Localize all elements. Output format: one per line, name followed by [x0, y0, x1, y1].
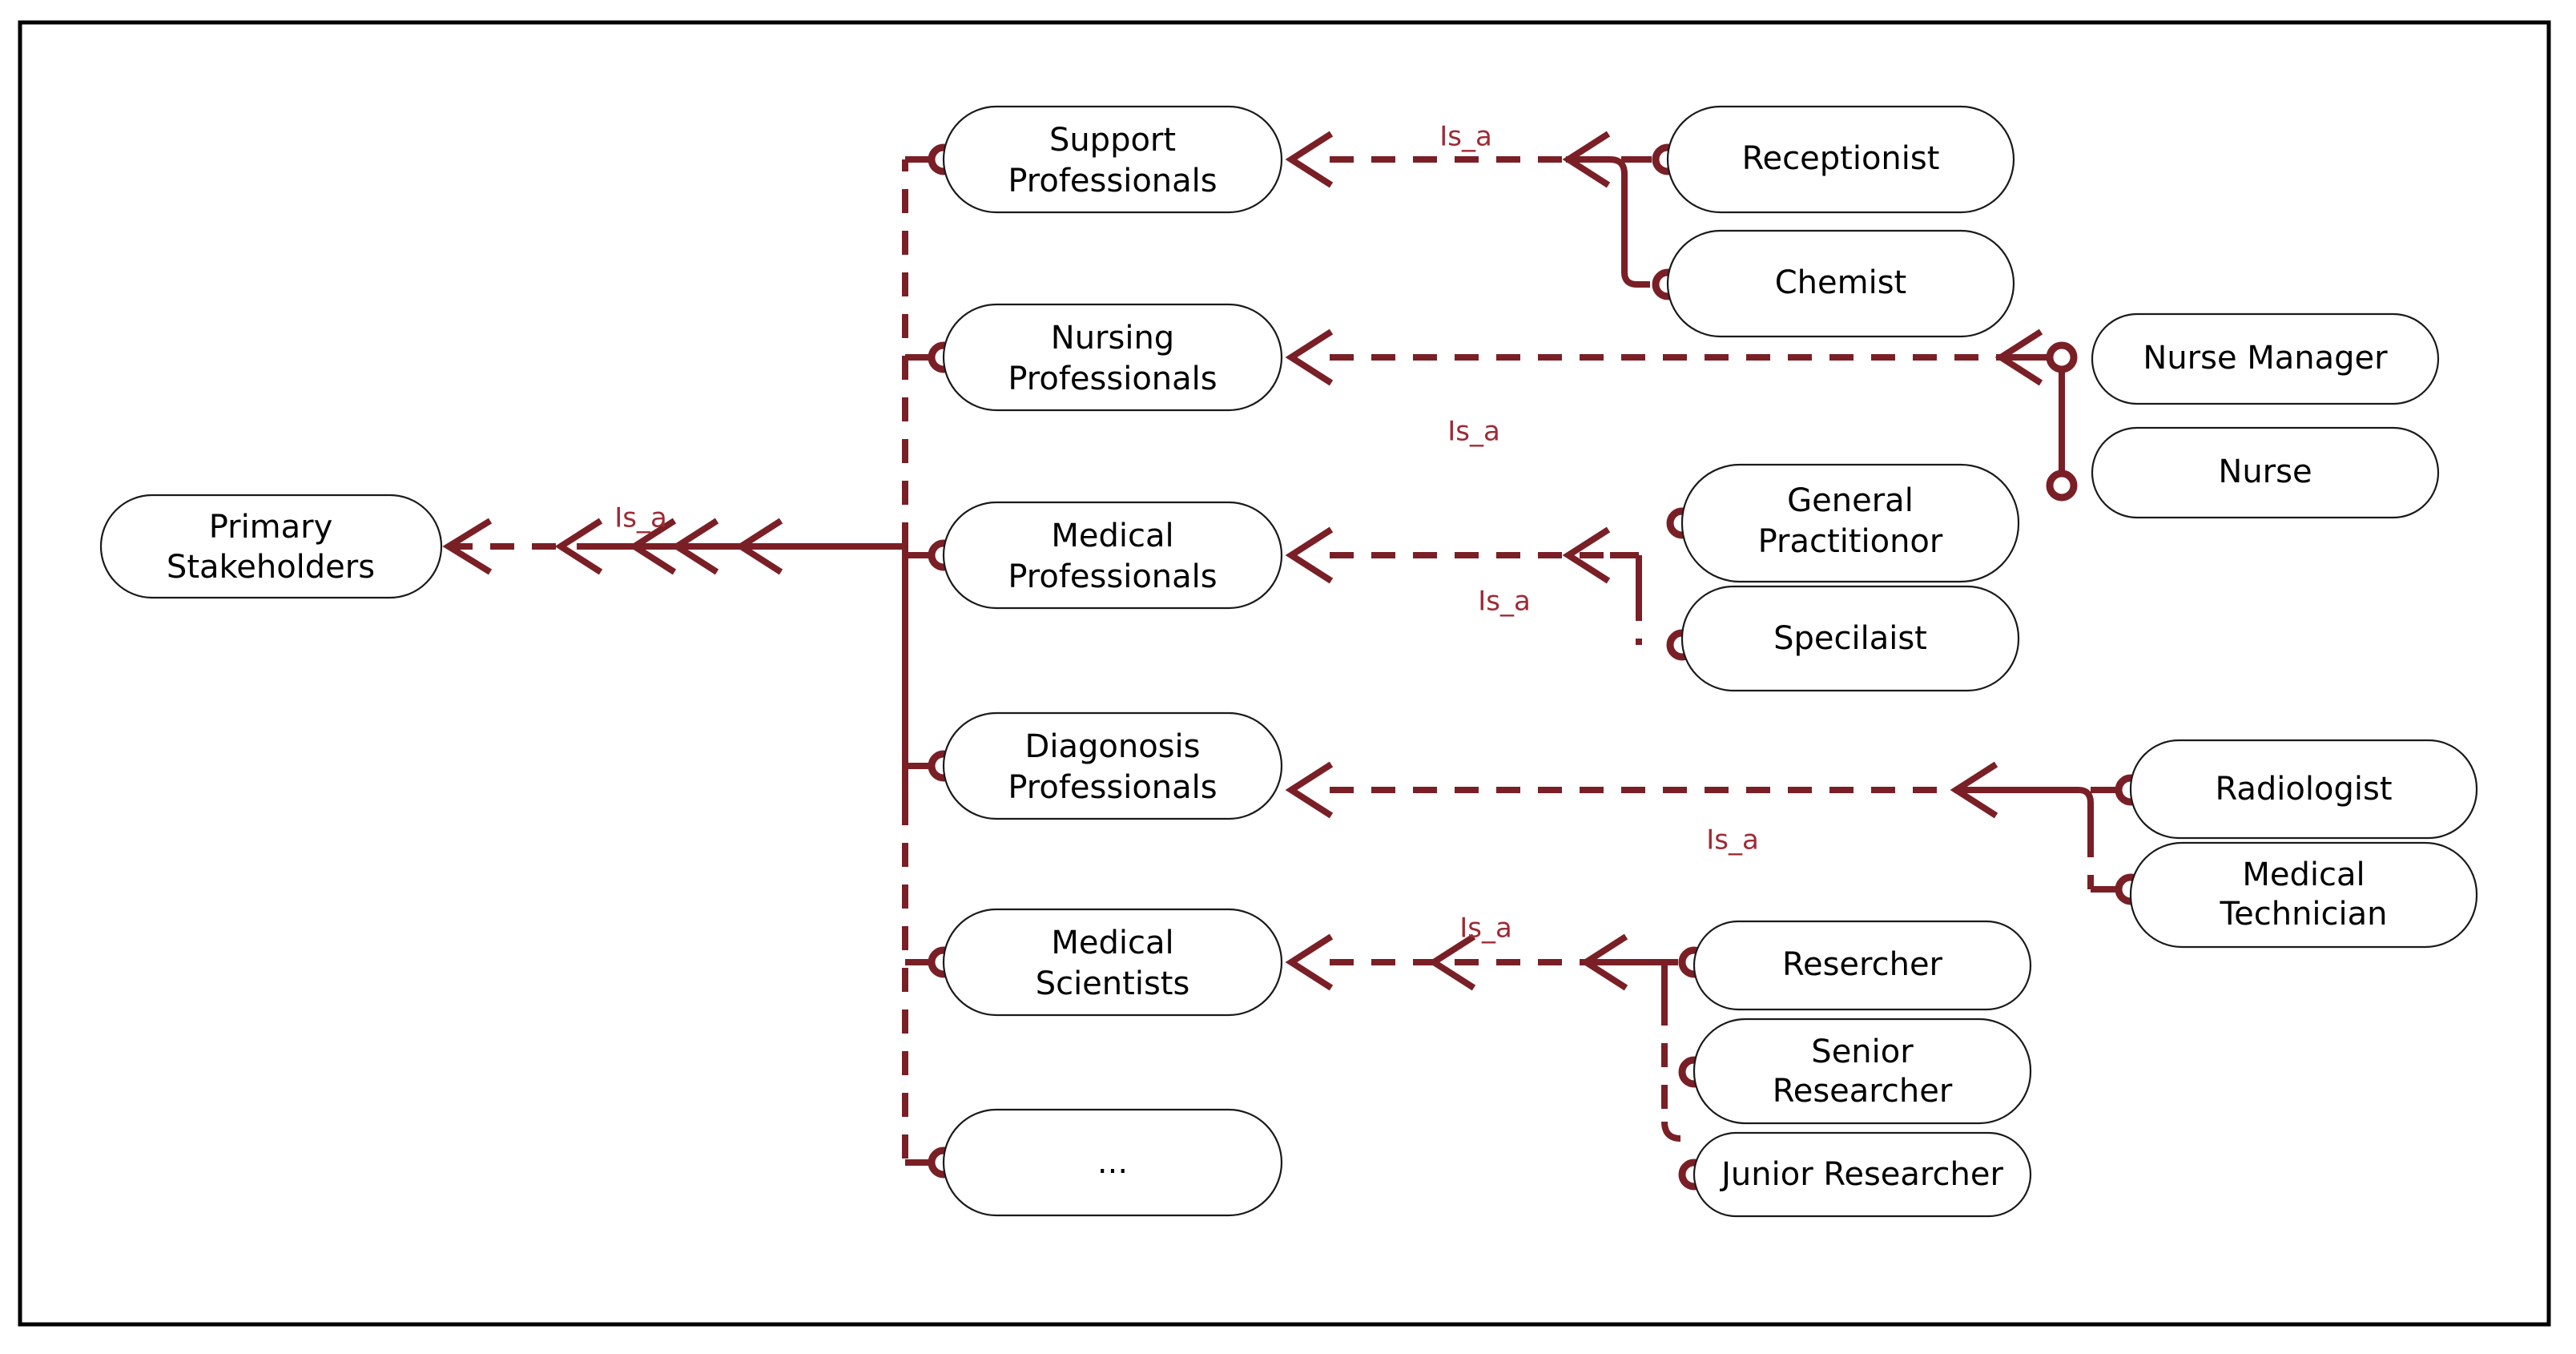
- node-nurse-manager[interactable]: Nurse Manager: [2091, 312, 2440, 405]
- node-resercher[interactable]: Resercher: [1693, 920, 2032, 1011]
- node-medical-professionals-shape[interactable]: [942, 501, 1283, 610]
- arrowhead-root-1: [442, 518, 493, 575]
- node-medical-professionals[interactable]: Medical Professionals: [942, 501, 1283, 610]
- node-nursing-professionals-shape[interactable]: [942, 303, 1283, 412]
- node-medical-scientists-shape[interactable]: [942, 908, 1283, 1017]
- node-primary-stakeholders-line2: Stakeholders: [167, 549, 375, 586]
- node-medical-professionals-line2: Professionals: [1008, 558, 1217, 595]
- node-ellipsis-group-shape[interactable]: [942, 1108, 1283, 1217]
- edge-label-is-a-nursing: Is_a: [1447, 416, 1500, 448]
- node-medical-technician-line2: Technician: [2219, 896, 2387, 933]
- node-general-practitionor-shape[interactable]: [1680, 463, 2020, 583]
- node-nurse-shape[interactable]: [2091, 426, 2440, 519]
- edge-label-is-a-scientists: Is_a: [1459, 913, 1512, 945]
- node-diagonosis-professionals-shape[interactable]: [942, 711, 1283, 820]
- edge-junior-elbow: [1661, 1121, 1681, 1142]
- arrowhead-root-3: [628, 518, 677, 575]
- arrowhead-root-5: [735, 518, 783, 575]
- node-nursing-professionals[interactable]: Nursing Professionals: [942, 303, 1283, 412]
- node-radiologist[interactable]: Radiologist: [2129, 739, 2478, 840]
- node-medical-technician[interactable]: Medical Technician: [2129, 841, 2478, 949]
- node-diagonosis-professionals-line2: Professionals: [1008, 769, 1217, 806]
- node-specilaist-label: Specilaist: [1773, 620, 1927, 657]
- edge-label-is-a-support: Is_a: [1439, 121, 1492, 153]
- node-radiologist-shape[interactable]: [2129, 739, 2478, 840]
- node-ellipsis-group-line1: ...: [1097, 1144, 1128, 1181]
- arrowhead-nursing-target: [1285, 328, 1334, 386]
- node-resercher-shape[interactable]: [1693, 920, 2032, 1011]
- node-receptionist-label: Receptionist: [1742, 140, 1940, 177]
- edge-label-is-a-medical: Is_a: [1478, 586, 1531, 618]
- edge-diagonosis-join: [1954, 787, 2094, 833]
- edge-label-is-a-root: Is_a: [614, 502, 667, 534]
- arrowhead-medical-source: [1562, 526, 1611, 584]
- arrowhead-nursing-source: [1994, 328, 2043, 386]
- node-junior-researcher[interactable]: Junior Researcher: [1693, 1131, 2032, 1218]
- node-chemist-shape[interactable]: [1666, 229, 2015, 338]
- node-nurse-label: Nurse: [2218, 453, 2312, 490]
- node-primary-stakeholders[interactable]: Primary Stakeholders: [99, 494, 443, 599]
- node-support-professionals[interactable]: Support Professionals: [942, 105, 1283, 214]
- node-support-professionals-line1: Support: [1049, 122, 1176, 159]
- node-nurse-manager-label: Nurse Manager: [2143, 340, 2388, 377]
- node-receptionist[interactable]: Receptionist: [1666, 105, 2015, 214]
- node-senior-researcher[interactable]: Senior Researcher: [1693, 1018, 2032, 1125]
- node-nursing-professionals-line2: Professionals: [1008, 361, 1217, 397]
- node-nurse-manager-shape[interactable]: [2091, 312, 2440, 405]
- node-general-practitionor[interactable]: General Practitionor: [1680, 463, 2020, 583]
- node-junior-researcher-label: Junior Researcher: [1719, 1156, 2003, 1193]
- node-medical-technician-shape[interactable]: [2129, 841, 2478, 949]
- node-medical-professionals-line1: Medical: [1051, 518, 1173, 554]
- arrowhead-scientists-mid: [1427, 933, 1476, 991]
- node-medical-technician-line1: Medical: [2242, 856, 2365, 893]
- node-medical-scientists-line2: Scientists: [1036, 965, 1190, 1002]
- edge-layer: [442, 131, 2118, 1166]
- node-layer: Primary Stakeholders Support Professiona…: [99, 105, 2478, 1218]
- arrowhead-support-target: [1285, 131, 1334, 188]
- node-junior-researcher-shape[interactable]: [1693, 1131, 2032, 1218]
- node-general-practitionor-line2: Practitionor: [1758, 523, 1943, 560]
- node-primary-stakeholders-shape[interactable]: [99, 494, 443, 599]
- arrowhead-medical-target: [1285, 526, 1334, 584]
- socket-nurse: [2046, 469, 2078, 502]
- node-senior-researcher-line1: Senior: [1811, 1034, 1914, 1070]
- edge-support-join: [1566, 156, 1650, 288]
- node-specilaist-shape[interactable]: [1680, 585, 2020, 692]
- node-nursing-professionals-line1: Nursing: [1051, 320, 1174, 357]
- node-senior-researcher-line2: Researcher: [1773, 1073, 1953, 1110]
- node-primary-stakeholders-line1: Primary: [209, 509, 333, 546]
- node-ellipsis-group[interactable]: ...: [942, 1108, 1283, 1217]
- node-resercher-label: Resercher: [1782, 946, 1943, 983]
- node-general-practitionor-line1: General: [1787, 482, 1914, 519]
- node-support-professionals-shape[interactable]: [942, 105, 1283, 214]
- edge-label-layer: Is_a Is_a Is_a Is_a Is_a Is_a: [614, 121, 1759, 945]
- node-senior-researcher-shape[interactable]: [1693, 1018, 2032, 1125]
- node-chemist-label: Chemist: [1775, 264, 1907, 301]
- node-chemist[interactable]: Chemist: [1666, 229, 2015, 338]
- arrowhead-support-source: [1562, 131, 1611, 188]
- node-medical-scientists[interactable]: Medical Scientists: [942, 908, 1283, 1017]
- node-receptionist-shape[interactable]: [1666, 105, 2015, 214]
- edge-label-is-a-diagonosis: Is_a: [1706, 824, 1759, 856]
- node-support-professionals-line2: Professionals: [1008, 163, 1217, 199]
- arrowhead-root-2: [554, 518, 603, 575]
- arrowhead-scientists-target: [1285, 933, 1334, 991]
- canvas-border: [18, 20, 2551, 1327]
- node-radiologist-label: Radiologist: [2215, 771, 2392, 808]
- socket-nurse-manager: [2046, 341, 2078, 373]
- arrowhead-diagonosis-source: [1950, 761, 1998, 819]
- node-diagonosis-professionals-line1: Diagonosis: [1025, 728, 1201, 765]
- arrowhead-root-4: [670, 518, 719, 575]
- node-diagonosis-professionals[interactable]: Diagonosis Professionals: [942, 711, 1283, 820]
- node-nurse[interactable]: Nurse: [2091, 426, 2440, 519]
- arrowhead-scientists-source: [1580, 933, 1628, 991]
- node-medical-scientists-line1: Medical: [1051, 925, 1173, 961]
- node-specilaist[interactable]: Specilaist: [1680, 585, 2020, 692]
- arrowhead-diagonosis-target: [1285, 761, 1334, 819]
